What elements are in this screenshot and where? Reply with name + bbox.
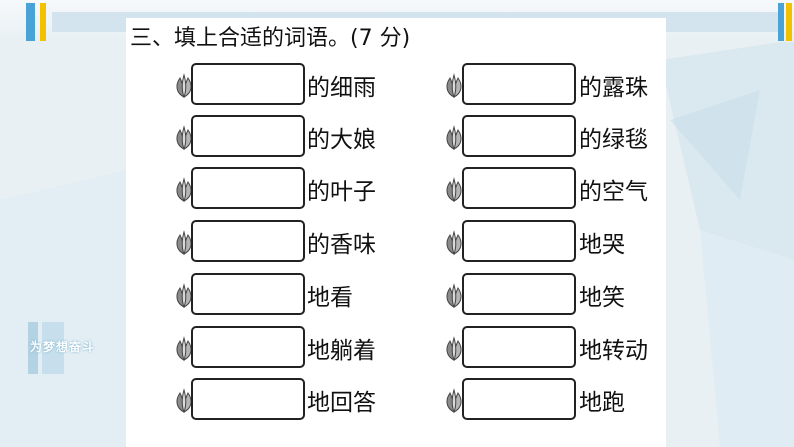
fill-in-row: 地回答 bbox=[0, 378, 794, 420]
watermark-text: 为梦想奋斗 bbox=[30, 340, 96, 354]
fill-in-row: 的绿毯 bbox=[0, 115, 794, 157]
word-suffix: 的露珠 bbox=[579, 75, 648, 101]
fill-in-row: 地转动 bbox=[0, 326, 794, 368]
word-suffix: 的叶子 bbox=[307, 179, 376, 205]
leaf-icon bbox=[174, 388, 194, 414]
watermark: 为梦想奋斗 bbox=[28, 322, 118, 374]
answer-blank[interactable] bbox=[462, 63, 576, 105]
answer-blank[interactable] bbox=[191, 273, 305, 315]
answer-blank[interactable] bbox=[462, 115, 576, 157]
fill-in-row: 地看 bbox=[0, 273, 794, 315]
word-suffix: 地转动 bbox=[579, 338, 648, 364]
leaf-icon bbox=[444, 230, 464, 256]
leaf-icon bbox=[174, 177, 194, 203]
fill-in-row: 地跑 bbox=[0, 378, 794, 420]
leaf-icon bbox=[444, 283, 464, 309]
leaf-icon bbox=[444, 336, 464, 362]
word-suffix: 地看 bbox=[307, 285, 353, 311]
leaf-icon bbox=[444, 388, 464, 414]
leaf-icon bbox=[174, 283, 194, 309]
question-heading: 三、填上合适的词语。(7 分) bbox=[130, 26, 411, 51]
answer-blank[interactable] bbox=[191, 378, 305, 420]
answer-blank[interactable] bbox=[462, 326, 576, 368]
word-suffix: 的绿毯 bbox=[579, 127, 648, 153]
word-suffix: 地躺着 bbox=[307, 338, 376, 364]
answer-blank[interactable] bbox=[191, 326, 305, 368]
fill-in-row: 地躺着 bbox=[0, 326, 794, 368]
answer-blank[interactable] bbox=[191, 63, 305, 105]
fill-in-row: 的叶子 bbox=[0, 167, 794, 209]
word-suffix: 地笑 bbox=[579, 285, 625, 311]
word-suffix: 的空气 bbox=[579, 179, 648, 205]
answer-blank[interactable] bbox=[462, 273, 576, 315]
fill-in-row: 地哭 bbox=[0, 220, 794, 262]
accent-bar-yellow bbox=[40, 3, 46, 41]
accent-bar-blue-right bbox=[778, 3, 784, 41]
fill-in-row: 地笑 bbox=[0, 273, 794, 315]
fill-in-row: 的香味 bbox=[0, 220, 794, 262]
answer-blank[interactable] bbox=[462, 220, 576, 262]
leaf-icon bbox=[174, 125, 194, 151]
fill-in-row: 的细雨 bbox=[0, 63, 794, 105]
watermark-bar bbox=[28, 322, 38, 374]
word-suffix: 地回答 bbox=[307, 390, 376, 416]
leaf-icon bbox=[444, 125, 464, 151]
answer-blank[interactable] bbox=[191, 115, 305, 157]
leaf-icon bbox=[444, 73, 464, 99]
answer-blank[interactable] bbox=[191, 167, 305, 209]
word-suffix: 的香味 bbox=[307, 232, 376, 258]
accent-bar-yellow-right bbox=[786, 3, 792, 41]
accent-bar-blue bbox=[26, 3, 35, 41]
leaf-icon bbox=[174, 230, 194, 256]
word-suffix: 的细雨 bbox=[307, 75, 376, 101]
answer-blank[interactable] bbox=[462, 378, 576, 420]
fill-in-row: 的大娘 bbox=[0, 115, 794, 157]
leaf-icon bbox=[444, 177, 464, 203]
word-suffix: 的大娘 bbox=[307, 127, 376, 153]
watermark-bar-2 bbox=[42, 322, 64, 374]
word-suffix: 地哭 bbox=[579, 232, 625, 258]
fill-in-row: 的空气 bbox=[0, 167, 794, 209]
fill-in-row: 的露珠 bbox=[0, 63, 794, 105]
leaf-icon bbox=[174, 73, 194, 99]
answer-blank[interactable] bbox=[191, 220, 305, 262]
answer-blank[interactable] bbox=[462, 167, 576, 209]
word-suffix: 地跑 bbox=[579, 390, 625, 416]
leaf-icon bbox=[174, 336, 194, 362]
